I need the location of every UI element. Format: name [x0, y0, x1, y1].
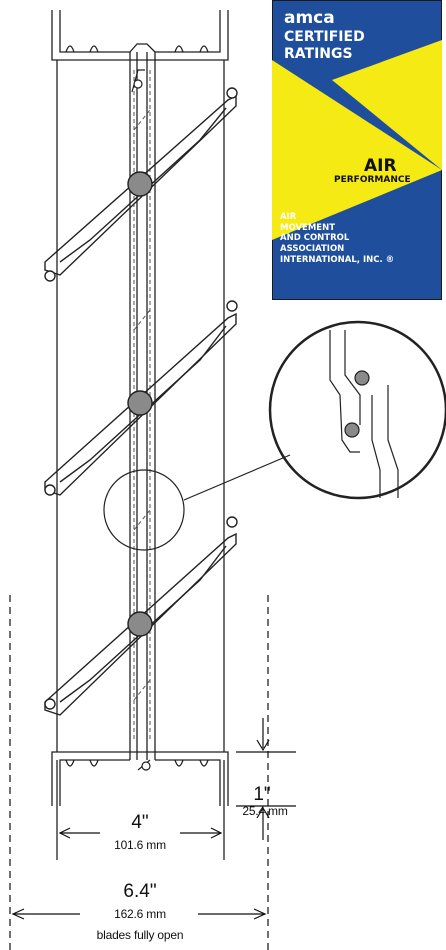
- dimension-lines: [9, 595, 296, 950]
- overall-dimension-metric: 162.6 mm: [114, 907, 166, 921]
- frame-dimension-imperial: 4": [131, 812, 149, 833]
- badge-line-3: RATINGS: [284, 46, 353, 62]
- blade-1: [44, 87, 238, 282]
- lip-dimension-metric: 25.4 mm: [242, 804, 288, 818]
- badge-line-1: amca: [284, 8, 335, 28]
- blade-2: [44, 300, 238, 496]
- frame-dimension-metric: 101.6 mm: [114, 838, 166, 852]
- badge-air: AIR: [364, 156, 397, 176]
- badge-line-2: CERTIFIED: [284, 29, 365, 45]
- linkage-arms: [131, 69, 151, 771]
- overall-dimension-imperial: 6.4": [123, 881, 157, 902]
- lip-dimension-imperial: 1": [253, 784, 271, 805]
- overall-dimension-note: blades fully open: [96, 928, 184, 942]
- detail-callout: [103, 320, 446, 551]
- blade-3: [44, 516, 238, 716]
- badge-performance: PERFORMANCE: [334, 175, 411, 185]
- amca-certified-ratings-seal: amca CERTIFIED RATINGS AIR PERFORMANCE A…: [272, 0, 442, 300]
- badge-org: AIR MOVEMENT AND CONTROL ASSOCIATION INT…: [280, 212, 395, 265]
